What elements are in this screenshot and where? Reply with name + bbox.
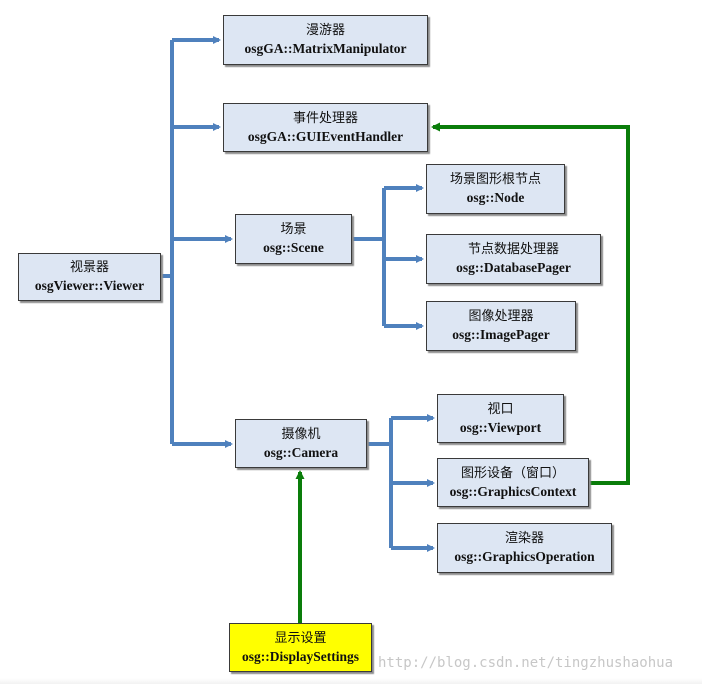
event-handler-node-en: osgGA::GUIEventHandler (247, 128, 404, 144)
display-settings-node: 显示设置 osg::DisplaySettings (229, 623, 372, 672)
root-node-en: osg::Node (466, 190, 525, 205)
camera-node-en: osg::Camera (263, 444, 339, 460)
graphics-operation-node: 渲染器 osg::GraphicsOperation (437, 523, 612, 573)
viewer-node-cn: 视景器 (69, 260, 109, 275)
event-handler-node-cn: 事件处理器 (292, 110, 358, 126)
graphics-operation-en: osg::GraphicsOperation (454, 549, 595, 564)
root-node-cn: 场景图形根节点 (449, 172, 541, 187)
viewport-node-en: osg::Viewport (459, 419, 542, 435)
image-pager-node: 图像处理器 osg::ImagePager (426, 301, 576, 351)
scene-node-en: osg::Scene (263, 240, 324, 255)
image-pager-cn: 图像处理器 (468, 309, 534, 324)
root-node-node: 场景图形根节点 osg::Node (426, 164, 565, 214)
arrow-context-to-event-handler (431, 122, 630, 485)
display-settings-cn: 显示设置 (274, 630, 327, 646)
viewport-node-cn: 视口 (487, 401, 514, 417)
database-pager-node: 节点数据处理器 osg::DatabasePager (426, 234, 601, 284)
watermark-url: http://blog.csdn.net/tingzhushaohua (378, 655, 674, 671)
manipulator-node: 漫游器 osgGA::MatrixManipulator (223, 15, 428, 65)
viewport-node: 视口 osg::Viewport (437, 394, 564, 443)
graphics-context-node: 图形设备（窗口） osg::GraphicsContext (437, 458, 589, 507)
display-settings-en: osg::DisplaySettings (241, 648, 359, 664)
camera-node-cn: 摄像机 (281, 426, 321, 442)
viewer-node: 视景器 osgViewer::Viewer (18, 253, 161, 301)
graphics-context-en: osg::GraphicsContext (449, 483, 577, 499)
graphics-operation-cn: 渲染器 (504, 531, 544, 546)
database-pager-en: osg::DatabasePager (456, 260, 571, 275)
scene-node: 场景 osg::Scene (235, 214, 352, 264)
database-pager-cn: 节点数据处理器 (467, 242, 559, 257)
camera-node: 摄像机 osg::Camera (235, 419, 367, 468)
manipulator-node-cn: 漫游器 (305, 23, 345, 38)
image-pager-en: osg::ImagePager (452, 327, 550, 342)
manipulator-node-en: osgGA::MatrixManipulator (244, 41, 407, 56)
viewer-node-en: osgViewer::Viewer (34, 278, 145, 293)
bottom-edge (0, 678, 702, 684)
event-handler-node: 事件处理器 osgGA::GUIEventHandler (223, 103, 428, 152)
graphics-context-cn: 图形设备（窗口） (460, 465, 565, 481)
scene-node-cn: 场景 (280, 222, 307, 237)
